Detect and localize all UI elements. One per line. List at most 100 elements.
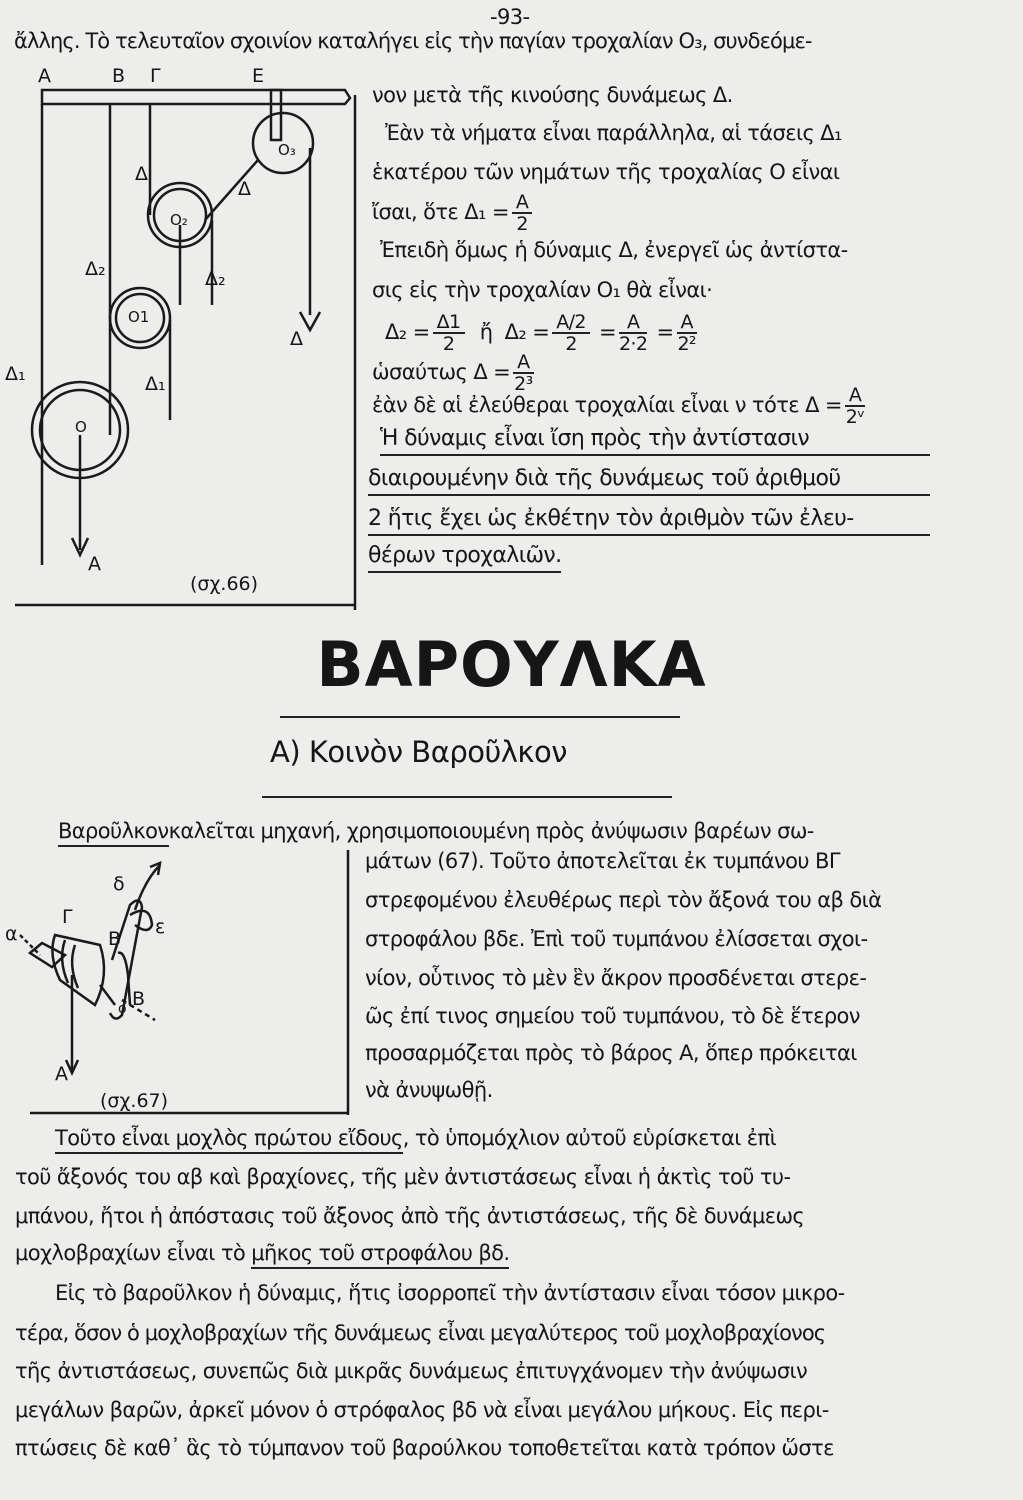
label-G: Γ <box>150 65 161 87</box>
text-line: νὰ ἀνυψωθῇ. <box>365 1078 493 1102</box>
beam <box>40 88 352 106</box>
page-number: -93- <box>490 5 530 29</box>
text-line: σις εἰς τὴν τροχαλίαν O₁ θὰ εἶναι· <box>372 278 713 302</box>
pulley-O1 <box>108 286 172 350</box>
label-O1: O1 <box>128 308 149 326</box>
text: ἴσαι, ὅτε Δ₁ = <box>372 200 509 224</box>
label-A: Α <box>55 1063 68 1085</box>
divider <box>280 716 680 718</box>
label-D1-right: Δ₁ <box>145 373 166 395</box>
text: ὡσαύτως Δ = <box>372 360 511 384</box>
label-O: O <box>75 418 87 436</box>
label-O2: O₂ <box>170 211 188 229</box>
definition-line: Βαροῦλκονκαλεῖται μηχανή, χρησιμοποιουμέ… <box>58 818 815 847</box>
drum <box>51 933 106 1007</box>
rule-line-1: Ἡ δύναμις εἶναι ἴση πρὸς τὴν ἀντίστασιν <box>380 426 930 456</box>
text-line: τοῦ ἄξονός του αβ καὶ βραχίονες, τῆς μὲν… <box>15 1165 791 1189</box>
text-line: τέρα, ὅσον ὁ μοχλοβραχίων τῆς δυνάμεως ε… <box>15 1321 826 1345</box>
section-title: ΒΑΡΟΥΛΚΑ <box>316 628 707 701</box>
denominator: 2³ <box>514 373 533 395</box>
rule-line-2: διαιρουμένην διὰ τῆς δυνάμεως τοῦ ἀριθμο… <box>368 466 930 496</box>
text-line: πτώσεις δὲ καθ᾽ ἃς τὸ τύμπανον τοῦ βαρού… <box>15 1436 835 1460</box>
label-a: α <box>5 923 18 945</box>
numerator: Α <box>844 385 866 407</box>
handle <box>129 909 154 932</box>
text: ἐὰν δὲ αἱ ἐλεύθεραι τροχαλίαι εἶναι ν τό… <box>372 393 843 417</box>
text: Δ₂ = <box>504 320 550 344</box>
label-O3: O₃ <box>278 141 296 159</box>
rule-line-3: 2 ἥτις ἔχει ὡς ἐκθέτην τὸν ἀριθμὸν τῶν ἐ… <box>368 506 930 536</box>
text-line: ῶς ἐπί τινος σημείου τοῦ τυμπάνου, τὸ δὲ… <box>365 1004 861 1028</box>
text-line: μεγάλων βαρῶν, ἀρκεῖ μόνον ὁ στρόφαλος β… <box>15 1398 829 1422</box>
figure-66-caption: (σχ.66) <box>190 573 258 595</box>
denominator: 2·2 <box>619 333 648 355</box>
numerator: Α <box>513 352 534 374</box>
term: Βαροῦλκον <box>58 819 169 847</box>
figure-67-windlass: α Γ δ ε Β Β ο Α (σχ.67) <box>5 850 350 1115</box>
text: μοχλοβραχίων εἶναι τὸ <box>15 1241 246 1265</box>
text-line: τῆς ἀντιστάσεως, συνεπῶς διὰ μικρᾶς δυνά… <box>15 1359 808 1383</box>
text-line: μοχλοβραχίων εἶναι τὸ μῆκος τοῦ στροφάλο… <box>15 1240 510 1269</box>
divider <box>262 796 672 798</box>
label-D1-left: Δ₁ <box>5 363 26 385</box>
text: Δ₂ = <box>385 320 430 344</box>
text: = <box>656 320 675 344</box>
numerator: Δ1 <box>432 312 465 334</box>
label-d: δ <box>113 873 125 895</box>
label-D2-left: Δ₂ <box>85 258 106 280</box>
label-A: Α <box>38 65 51 87</box>
text-line: νίον, οὗτινος τὸ μὲν ἓν ἄκρον προσδένετα… <box>365 966 867 990</box>
text-line: νον μετὰ τῆς κινούσης δυνάμεως Δ. <box>372 83 733 107</box>
top-line: ἄλλης. Τὸ τελευταῖον σχοινίον καταλήγει … <box>14 29 812 53</box>
denominator: 2 <box>565 333 577 355</box>
rule-line-4: θέρων τροχαλιῶν. <box>368 543 562 573</box>
text-line: μάτων (67). Τοῦτο ἀποτελεῖται ἐκ τυμπάνο… <box>365 849 841 873</box>
underlined-text: μῆκος τοῦ στροφάλου βδ. <box>251 1241 510 1269</box>
text-line: Εἰς τὸ βαροῦλκον ἡ δύναμις, ἥτις ἰσορροπ… <box>55 1281 845 1305</box>
label-B-bottom: Β <box>132 988 145 1010</box>
label-D-3: Δ <box>290 328 303 350</box>
text-line: μπάνου, ἤτοι ἡ ἀπόστασις τοῦ ἄξονος ἀπὸ … <box>15 1204 805 1228</box>
text: , τὸ ὑπομόχλιον αὐτοῦ εὑρίσκεται ἐπὶ <box>402 1126 777 1150</box>
label-E: Ε <box>252 65 264 87</box>
denominator: 2 <box>442 333 455 355</box>
numerator: Α <box>619 312 648 334</box>
numerator: Α <box>511 192 533 214</box>
text: καλεῖται μηχανή, χρησιμοποιουμένη πρὸς ἀ… <box>168 819 815 843</box>
label-e: ε <box>155 916 165 938</box>
numerator: Α <box>676 312 697 334</box>
figure-66-pulley-system: Α Β Γ Ε O₃ O₂ O1 O Δ Δ Δ Δ₂ Δ₂ Δ₁ Δ₁ Α (… <box>5 65 357 610</box>
subsection-title: Α) Κοινὸν Βαροῦλκον <box>270 735 567 769</box>
text-line: στρεφομένου ἐλευθέρως περὶ τὸν ἄξονά του… <box>365 888 882 912</box>
label-B: Β <box>112 65 125 87</box>
label-load-A: Α <box>88 553 101 575</box>
text-line: ἐὰν δὲ αἱ ἐλεύθεραι τροχαλίαι εἶναι ν τό… <box>372 385 868 427</box>
pulley-O3 <box>251 111 315 175</box>
denominator: 2 <box>516 213 528 235</box>
denominator: 2² <box>677 333 696 355</box>
label-D-2: Δ <box>238 178 251 200</box>
figure-67-caption: (σχ.67) <box>100 1090 168 1112</box>
text-line: ἑκατέρου τῶν νημάτων τῆς τροχαλίας O εἶν… <box>372 160 840 184</box>
text-line: Τοῦτο εἶναι μοχλὸς πρώτου εἴδους, τὸ ὑπο… <box>55 1125 777 1154</box>
text-line: Ἐὰν τὰ νήματα εἶναι παράλληλα, αἱ τάσεις… <box>385 121 842 145</box>
label-D-1: Δ <box>135 163 148 185</box>
label-o: ο <box>118 1001 127 1017</box>
text: ἤ <box>479 320 493 344</box>
text-line: στροφάλου βδε. Ἐπὶ τοῦ τυμπάνου ἐλίσσετα… <box>365 927 868 951</box>
denominator: 2ᵛ <box>845 406 865 428</box>
numerator: Α/2 <box>552 312 590 334</box>
text-line: Ἐπειδὴ ὅμως ἡ δύναμις Δ, ἐνεργεῖ ὡς ἀντί… <box>380 238 848 262</box>
label-D2-right: Δ₂ <box>205 268 226 290</box>
text-line: προσαρμόζεται πρὸς τὸ βάρος Α, ὅπερ πρόκ… <box>365 1041 857 1065</box>
